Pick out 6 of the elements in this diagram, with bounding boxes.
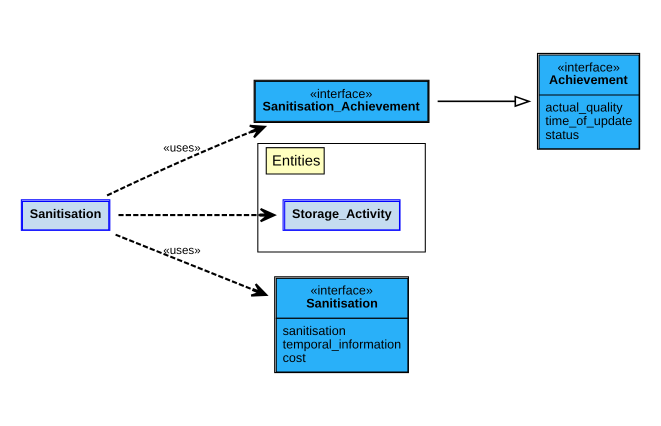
edge-label: «uses»: [163, 244, 201, 257]
arrow: [118, 208, 276, 222]
arrow: [115, 234, 268, 297]
edge-label: «uses»: [163, 142, 201, 155]
arrow: [106, 124, 266, 196]
arrow: [438, 95, 532, 108]
